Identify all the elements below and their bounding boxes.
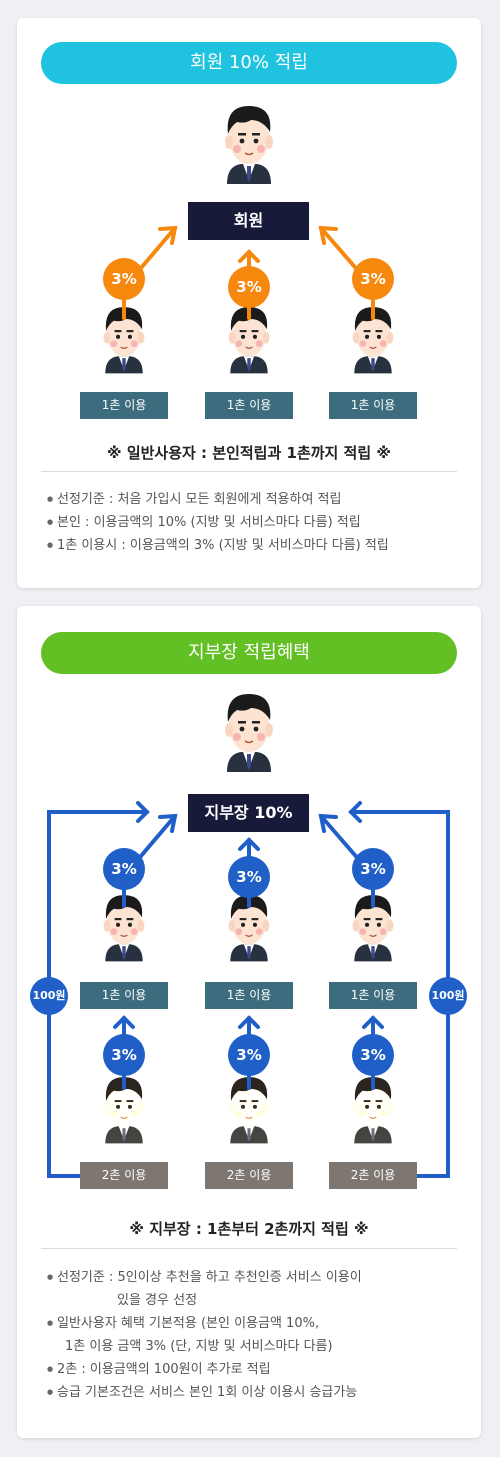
bonus-badge-left: 100원 [30, 977, 68, 1015]
percent-badge: 3% [352, 258, 394, 300]
percent-badge: 3% [228, 856, 270, 898]
note-item: 본인 : 이용금액의 10% (지방 및 서비스마다 다름) 적립 [47, 511, 467, 534]
note-item: 선정기준 : 5인이상 추천을 하고 추천인증 서비스 이용이 있을 경우 선정 [47, 1266, 467, 1312]
note-item: 일반사용자 혜택 기본적용 (본인 이용금액 10%, 1촌 이용 금액 3% … [47, 1312, 467, 1358]
notes-list: 선정기준 : 처음 가입시 모든 회원에게 적용하여 적립 본인 : 이용금액의… [47, 488, 467, 557]
note-item: 2촌 : 이용금액의 100원이 추가로 적립 [47, 1358, 467, 1381]
percent-badge: 3% [103, 848, 145, 890]
member-label: 1촌 이용 [329, 982, 417, 1009]
member-label: 1촌 이용 [205, 392, 293, 419]
second-degree-label: 2촌 이용 [205, 1162, 293, 1189]
note-item: 1촌 이용시 : 이용금액의 3% (지방 및 서비스마다 다름) 적립 [47, 534, 467, 557]
percent-badge: 3% [352, 1034, 394, 1076]
section-title-member: 회원 10% 적립 [41, 42, 457, 84]
second-degree-label: 2촌 이용 [329, 1162, 417, 1189]
section-title-branch: 지부장 적립혜택 [41, 632, 457, 674]
section-subtitle: ※ 일반사용자 : 본인적립과 1촌까지 적립 ※ [107, 444, 391, 462]
member-label: 1촌 이용 [80, 982, 168, 1009]
member-label: 1촌 이용 [329, 392, 417, 419]
bonus-badge-right: 100원 [429, 977, 467, 1015]
notes-list: 선정기준 : 5인이상 추천을 하고 추천인증 서비스 이용이 있을 경우 선정… [47, 1266, 467, 1404]
branch-manager-box: 지부장 10% [188, 794, 309, 832]
member-reward-card: 회원 10% 적립 [17, 18, 481, 588]
percent-badge: 3% [228, 266, 270, 308]
second-degree-label: 2촌 이용 [80, 1162, 168, 1189]
section-subtitle: ※ 지부장 : 1촌부터 2촌까지 적립 ※ [129, 1220, 369, 1238]
branch-manager-reward-card: 지부장 적립혜택 [17, 606, 481, 1438]
note-item: 선정기준 : 처음 가입시 모든 회원에게 적용하여 적립 [47, 488, 467, 511]
percent-badge: 3% [352, 848, 394, 890]
divider [41, 1248, 457, 1249]
percent-badge: 3% [103, 258, 145, 300]
member-label: 1촌 이용 [205, 982, 293, 1009]
divider [41, 471, 457, 472]
percent-badge: 3% [228, 1034, 270, 1076]
note-item: 승급 기본조건은 서비스 본인 1회 이상 이용시 승급가능 [47, 1381, 467, 1404]
member-label: 1촌 이용 [80, 392, 168, 419]
branch-diagram [47, 693, 450, 1178]
percent-badge: 3% [103, 1034, 145, 1076]
member-box: 회원 [188, 202, 309, 240]
